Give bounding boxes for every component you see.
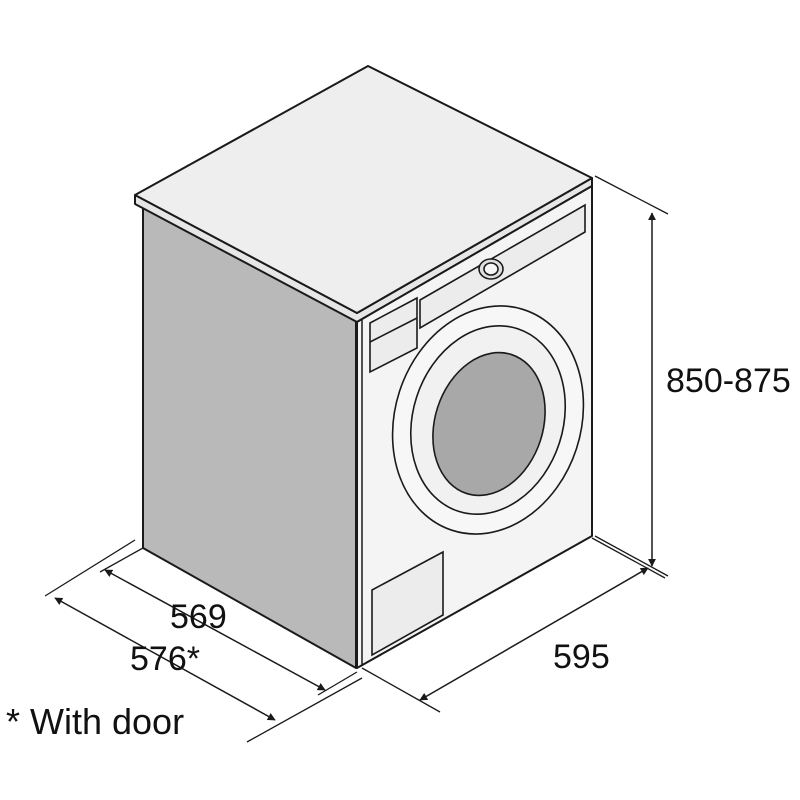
depth-label: 569 (170, 598, 227, 636)
height-label: 850-875 (666, 362, 791, 400)
depth-with-door-label: 576* (130, 640, 200, 678)
extension-lines (44, 175, 669, 743)
depth-with-door-dimension-line (54, 597, 276, 721)
door-glass (432, 351, 546, 497)
width-dimension-line (419, 567, 649, 701)
dimension-lines (54, 212, 656, 721)
footnote-with-door: * With door (6, 701, 184, 742)
width-label: 595 (553, 638, 610, 676)
top-panel (134, 65, 593, 314)
detergent-drawer (369, 296, 418, 374)
